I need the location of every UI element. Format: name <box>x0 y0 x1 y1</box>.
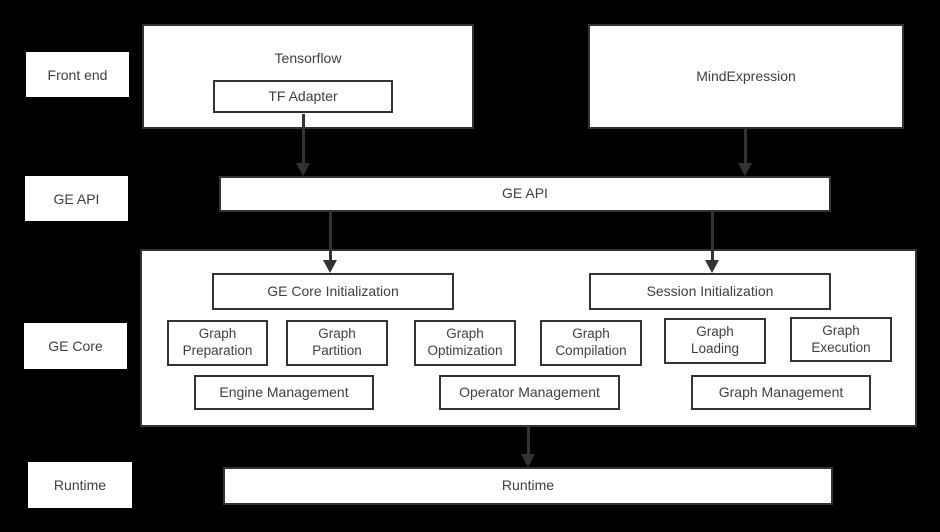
arrow-tf-adapter-to-ge-api <box>296 114 310 176</box>
graph-partition-box: Graph Partition <box>286 320 388 366</box>
row-label-ge-core: GE Core <box>24 323 127 369</box>
graph-execution-box: Graph Execution <box>790 317 892 362</box>
arrow-ge-api-to-session-initialization <box>705 212 719 273</box>
arrow-head-icon <box>323 260 337 273</box>
arrow-ge-core-to-runtime <box>521 427 535 467</box>
graph-optimization-box: Graph Optimization <box>414 320 516 366</box>
operator-management-box: Operator Management <box>439 375 620 410</box>
graph-compilation-box: Graph Compilation <box>540 320 642 366</box>
row-label-front-end: Front end <box>26 52 129 97</box>
ge-api-bar: GE API <box>219 176 831 212</box>
arrow-shaft <box>710 212 714 260</box>
ge-core-initialization-box: GE Core Initialization <box>212 273 454 310</box>
row-label-runtime: Runtime <box>28 462 132 508</box>
arrow-head-icon <box>738 163 752 176</box>
arrow-head-icon <box>705 260 719 273</box>
tensorflow-label: Tensorflow <box>274 50 342 66</box>
arrow-shaft <box>301 114 305 163</box>
arrow-ge-api-to-ge-core-initialization <box>323 212 337 273</box>
arrow-shaft <box>328 212 332 260</box>
session-initialization-box: Session Initialization <box>589 273 831 310</box>
arrow-shaft <box>743 129 747 163</box>
mind-expression-box: MindExpression <box>588 24 904 129</box>
arrow-head-icon <box>521 454 535 467</box>
arrow-mind-expression-to-ge-api <box>738 129 752 176</box>
tf-adapter-box: TF Adapter <box>213 80 393 113</box>
engine-management-box: Engine Management <box>194 375 374 410</box>
arrow-shaft <box>526 427 530 454</box>
graph-loading-box: Graph Loading <box>664 318 766 364</box>
graph-management-box: Graph Management <box>691 375 871 410</box>
row-label-ge-api: GE API <box>25 176 128 221</box>
runtime-bar: Runtime <box>223 467 833 505</box>
graph-preparation-box: Graph Preparation <box>167 320 268 366</box>
arrow-head-icon <box>296 163 310 176</box>
